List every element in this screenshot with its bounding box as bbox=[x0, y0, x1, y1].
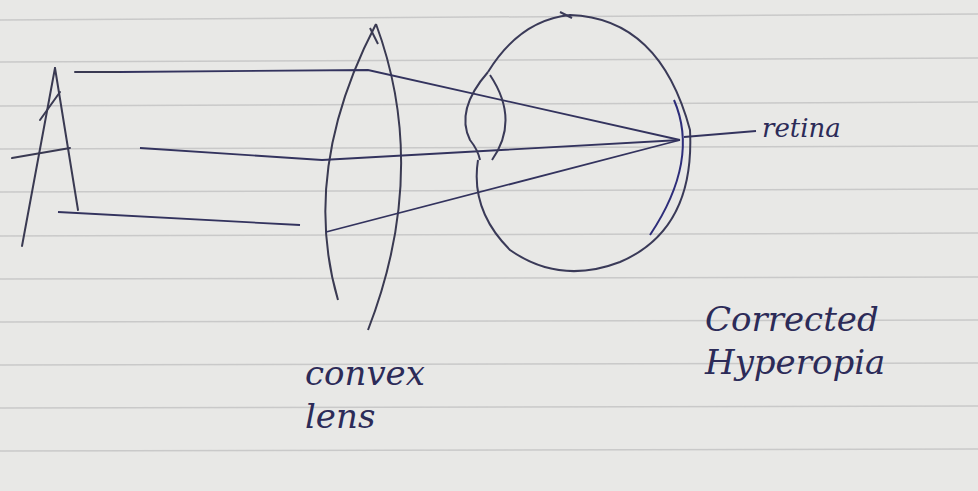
ruled-lines bbox=[0, 14, 978, 451]
leader-line bbox=[684, 131, 756, 137]
lens-label: convex lens bbox=[305, 352, 445, 437]
light-rays bbox=[58, 70, 680, 232]
condition-label: Corrected Hyperopia bbox=[705, 298, 945, 383]
object-arrow bbox=[12, 68, 120, 246]
eyeball bbox=[465, 12, 690, 271]
retina-label: retina bbox=[762, 112, 912, 145]
